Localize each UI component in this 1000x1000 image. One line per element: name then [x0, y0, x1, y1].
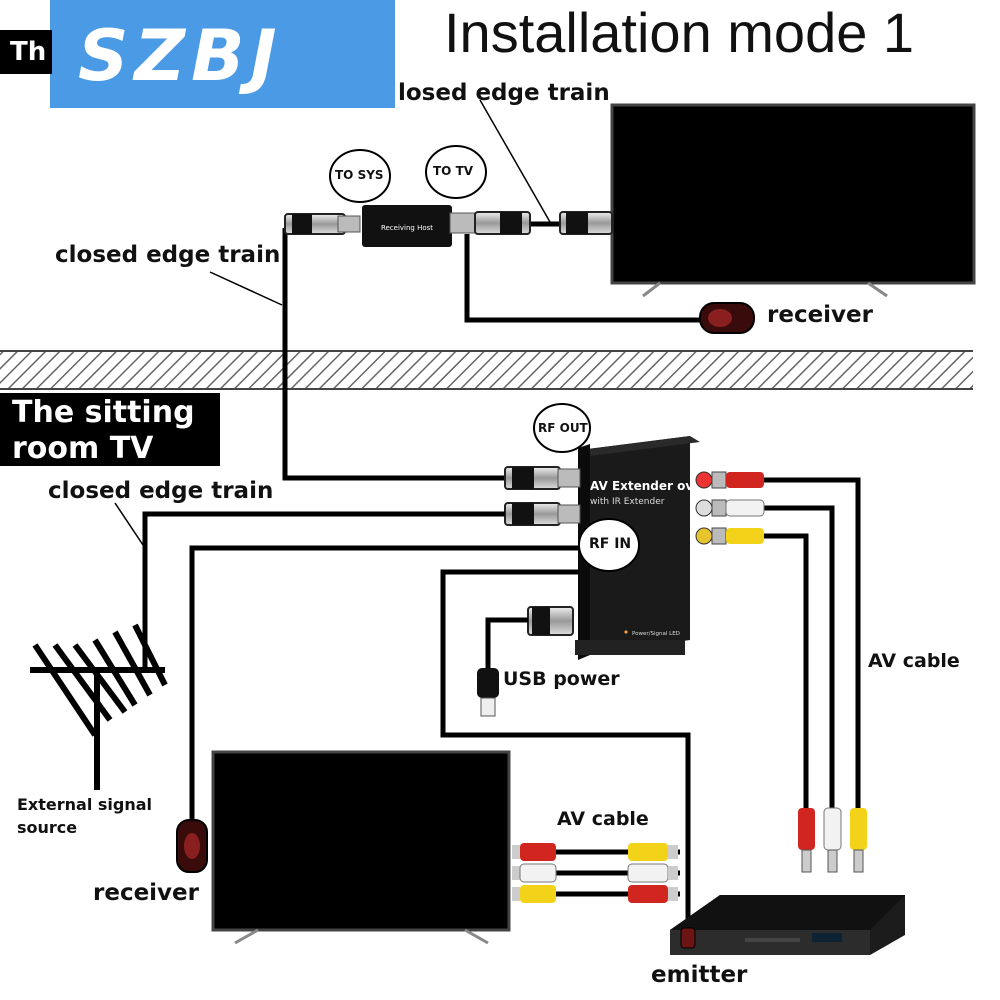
coax-connector: [474, 211, 531, 235]
to-tv-callout: [425, 145, 487, 199]
rf-out-label: RF OUT: [538, 421, 588, 435]
rca-plug: [512, 863, 557, 883]
rca-plug: [823, 807, 842, 873]
antenna-icon: [30, 623, 168, 790]
corner-badge: Th: [0, 30, 52, 74]
antenna-label-line1: External signal: [17, 795, 153, 814]
rca-plug: [798, 808, 815, 873]
rf-in-label: RF IN: [589, 536, 632, 552]
usb-power-label: USB power: [503, 668, 620, 690]
extender-title-text: AV Extender over RF: [590, 479, 729, 493]
room-label: The sitting room TV: [0, 393, 220, 466]
rca-plug: [627, 863, 678, 883]
upper-receiver-label: receiver: [767, 302, 873, 328]
coax-connector: [504, 502, 581, 526]
receiving-host: Receiving Host: [362, 205, 476, 247]
extender-subtitle-text: with IR Extender: [590, 497, 665, 507]
leader-line: [209, 271, 283, 306]
coax-connector: [504, 466, 581, 490]
coax-connector: [284, 213, 361, 235]
to-tv-label: TO TV: [433, 164, 474, 178]
dvd-player: [670, 895, 905, 955]
room-label-line2: room TV: [12, 431, 154, 466]
led-label-text: Power/Signal LED: [632, 631, 680, 637]
av-cable-right-label: AV cable: [868, 650, 960, 672]
emitter-label: emitter: [651, 962, 748, 988]
rca-plug: [512, 843, 556, 861]
upper-cables: [282, 221, 702, 481]
lower-cable-label: closed edge train: [48, 478, 274, 504]
to-sys-label: TO SYS: [335, 168, 384, 182]
rf-in-callout: [578, 518, 640, 572]
rca-plug: [850, 808, 867, 873]
lower-receiver-label: receiver: [93, 880, 199, 906]
lower-ir-receiver: [176, 819, 208, 873]
rf-out-callout: [533, 403, 591, 453]
coax-connector: [559, 211, 613, 235]
antenna-label-line2: source: [17, 818, 78, 837]
room-label-line1: The sitting: [12, 395, 195, 430]
rca-plug: [711, 527, 764, 545]
rca-plug: [628, 843, 678, 861]
rca-plug: [711, 499, 765, 517]
brand-logo: SZBJ: [50, 0, 395, 108]
av-cable-mid-label: AV cable: [557, 808, 649, 830]
rca-plug: [711, 471, 764, 489]
leader-line: [114, 502, 146, 549]
svg-text:SZBJ: SZBJ: [78, 15, 283, 97]
upper-top-cable-label: losed edge train: [398, 80, 610, 106]
szbj-logo-icon: SZBJ: [78, 15, 283, 97]
to-sys-callout: [329, 149, 391, 203]
host-name-text: Receiving Host: [381, 224, 433, 232]
rca-plug: [628, 885, 678, 903]
leader-line: [479, 99, 551, 223]
upper-left-cable-label: closed edge train: [55, 242, 281, 268]
usb-plug: [477, 668, 499, 717]
ir-emitter: [680, 927, 696, 949]
upper-tv: [610, 103, 976, 298]
rca-plug: [512, 885, 556, 903]
page-title: Installation mode 1: [444, 1, 915, 64]
lower-tv: [211, 750, 511, 945]
wall-divider: [0, 350, 973, 390]
upper-ir-receiver: [699, 302, 755, 334]
usb-plug-connector: [527, 606, 574, 636]
